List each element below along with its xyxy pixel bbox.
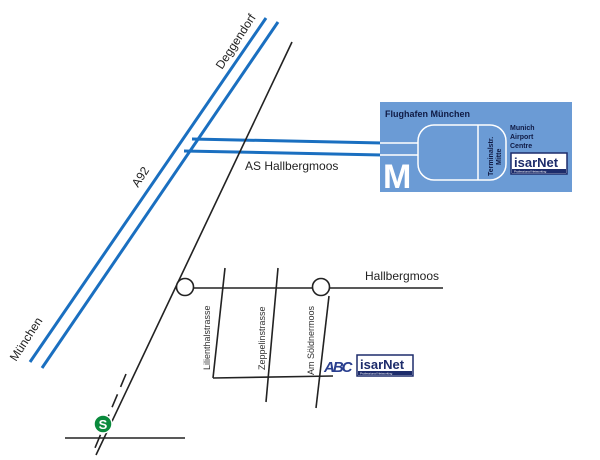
m-letter: M	[383, 158, 411, 196]
local-roads	[65, 41, 443, 456]
svg-text:Professional Networking: Professional Networking	[514, 170, 547, 174]
terminal-outline	[417, 124, 507, 181]
label-a92: A92	[129, 164, 153, 190]
isarnet-logo-airport: isarNet Professional Networking	[510, 152, 568, 175]
svg-text:Centre: Centre	[510, 143, 532, 150]
roundabout-east	[311, 277, 331, 297]
svg-text:Airport: Airport	[510, 134, 534, 141]
svg-text:ABC: ABC	[323, 359, 354, 376]
svg-text:Mitte: Mitte	[496, 149, 503, 165]
airport-panel: Flughafen München Terminalstr. Mitte Mun…	[380, 102, 572, 196]
label-as-hallbergmoos: AS Hallbergmoos	[245, 159, 338, 173]
label-hallbergmoos: Hallbergmoos	[365, 269, 439, 283]
label-zeppelinstrasse: Zeppelinstrasse	[257, 306, 267, 370]
label-am-soeldnermoos: Am Söldnermoos	[306, 305, 316, 375]
svg-text:isarNet: isarNet	[514, 155, 559, 170]
airport-access-road	[183, 137, 383, 157]
svg-text:S: S	[99, 417, 108, 432]
abc-logo: ABC	[323, 359, 356, 376]
isarnet-logo: isarNet Professional Networking	[356, 354, 414, 377]
svg-text:Munich: Munich	[510, 125, 535, 132]
svg-text:isarNet: isarNet	[360, 357, 405, 372]
sbahn-icon: S	[93, 414, 113, 434]
svg-text:Professional Networking: Professional Networking	[360, 372, 393, 376]
label-lilienthalstrasse: Lilienthalstrasse	[202, 305, 212, 370]
label-muenchen: München	[7, 315, 46, 364]
roundabout-west	[175, 277, 195, 297]
svg-text:Flughafen München: Flughafen München	[385, 109, 470, 119]
a92-motorway	[28, 17, 280, 369]
svg-text:Terminalstr.: Terminalstr.	[488, 137, 495, 176]
